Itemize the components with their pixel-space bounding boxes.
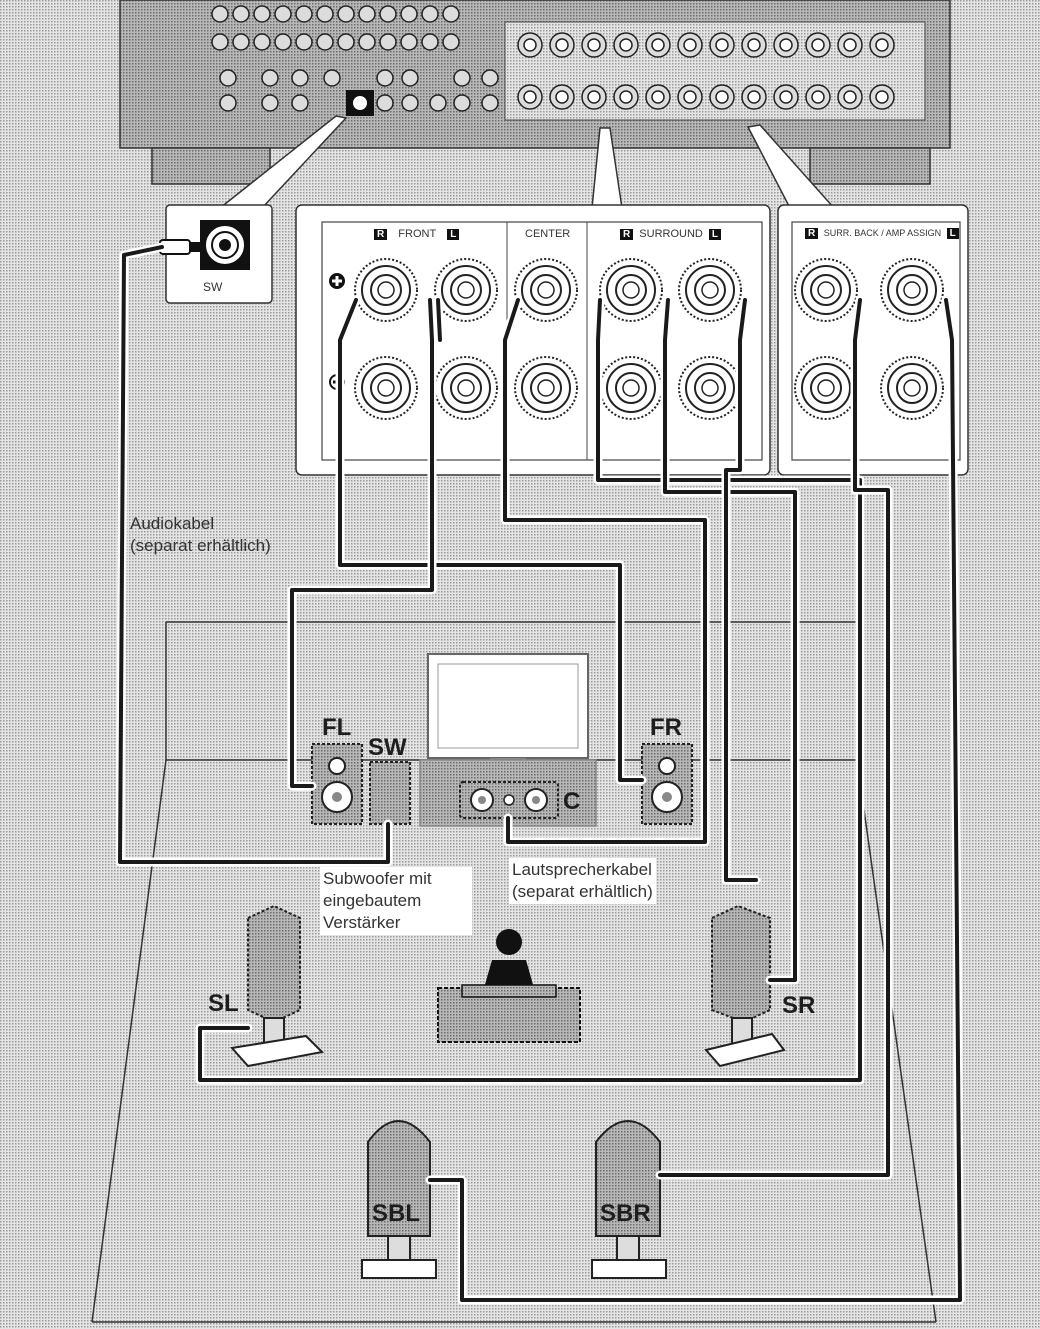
- front-right-speaker: [641, 743, 693, 825]
- binding-post: [514, 258, 578, 322]
- speaker-label-sw: SW: [368, 734, 407, 761]
- center-cable: [500, 295, 710, 847]
- sbr-cable: [425, 295, 965, 1305]
- binding-posts: [354, 258, 944, 420]
- listener-and-sofa: [437, 929, 581, 1043]
- speaker-label-sbr: SBR: [600, 1200, 651, 1227]
- binding-post: [354, 258, 418, 322]
- right-marker: R: [805, 228, 819, 239]
- receiver-foot-left: [151, 147, 271, 185]
- binding-post: [599, 258, 663, 322]
- tv-and-center: [419, 653, 597, 827]
- left-marker: L: [708, 229, 722, 240]
- surround-right-speaker: [704, 904, 786, 1068]
- surround-label: SURROUND: [639, 228, 703, 240]
- fl-cable-a: [335, 295, 647, 785]
- audio-cable-label: Audiokabel: [130, 514, 215, 533]
- subwoofer-note-line3: Verstärker: [323, 913, 401, 932]
- binding-post: [514, 356, 578, 420]
- speaker-terminal-callout: [295, 204, 969, 476]
- right-marker: R: [620, 229, 634, 240]
- sl-cable: [195, 295, 865, 1085]
- center-label: CENTER: [525, 228, 571, 240]
- right-marker: R: [374, 229, 388, 240]
- speaker-label-fr: FR: [650, 714, 682, 741]
- binding-post: [880, 258, 944, 322]
- receiver-rear-panel: [119, 0, 951, 185]
- binding-post: [599, 356, 663, 420]
- surround-terminal-heading: R SURROUND L: [620, 228, 722, 240]
- sr-cable-b: [721, 295, 761, 885]
- binding-post: [678, 356, 742, 420]
- speaker-cable-note: Lautsprecherkabel (separat erhältlich): [509, 858, 656, 904]
- speaker-cable-label: Lautsprecherkabel: [512, 860, 652, 879]
- surr-back-terminal-callout: [777, 204, 969, 476]
- left-marker: L: [447, 229, 460, 240]
- receiver-foot-right: [809, 147, 931, 185]
- binding-post: [678, 258, 742, 322]
- subwoofer-note: Subwoofer mit eingebautem Verstärker: [320, 867, 472, 935]
- front-terminal-heading: R FRONT L: [374, 228, 460, 240]
- front-label: FRONT: [398, 228, 437, 240]
- binding-post: [794, 356, 858, 420]
- surr-back-label: SURR. BACK / AMP ASSIGN: [823, 228, 942, 238]
- subwoofer-note-line2: eingebautem: [323, 891, 422, 910]
- binding-post: [434, 356, 498, 420]
- sbl-cable: [655, 295, 893, 1180]
- binding-post: [794, 258, 858, 322]
- surr-back-terminal-heading: R SURR. BACK / AMP ASSIGN L: [805, 228, 959, 239]
- binding-post: [880, 356, 944, 420]
- fr-cable: [433, 295, 445, 345]
- sw-audio-cable: [115, 242, 393, 867]
- fl-cable-b: [287, 295, 437, 791]
- front-left-speaker: [311, 743, 363, 825]
- binding-post: [354, 356, 418, 420]
- left-marker: L: [946, 228, 959, 239]
- surround-back-right-speaker: [591, 1120, 667, 1279]
- speaker-cables: [115, 242, 965, 1305]
- audio-cable-sublabel: (separat erhältlich): [130, 536, 271, 555]
- audio-cable-note: Audiokabel (separat erhältlich): [130, 513, 271, 557]
- speaker-label-sr: SR: [782, 992, 816, 1019]
- speaker-label-sbl: SBL: [372, 1200, 420, 1227]
- subwoofer-note-line1: Subwoofer mit: [323, 869, 432, 888]
- subwoofer-speaker: [369, 761, 411, 825]
- sw-jack-label: SW: [203, 280, 223, 294]
- speaker-label-c: C: [563, 788, 581, 815]
- surround-left-speaker: [230, 904, 325, 1068]
- binding-post: [434, 258, 498, 322]
- speaker-label-fl: FL: [322, 714, 352, 741]
- sw-jack-callout: [159, 204, 273, 304]
- speaker-cable-sublabel: (separat erhältlich): [512, 882, 653, 901]
- speaker-label-sl: SL: [208, 990, 239, 1017]
- surround-back-left-speaker: [361, 1120, 437, 1279]
